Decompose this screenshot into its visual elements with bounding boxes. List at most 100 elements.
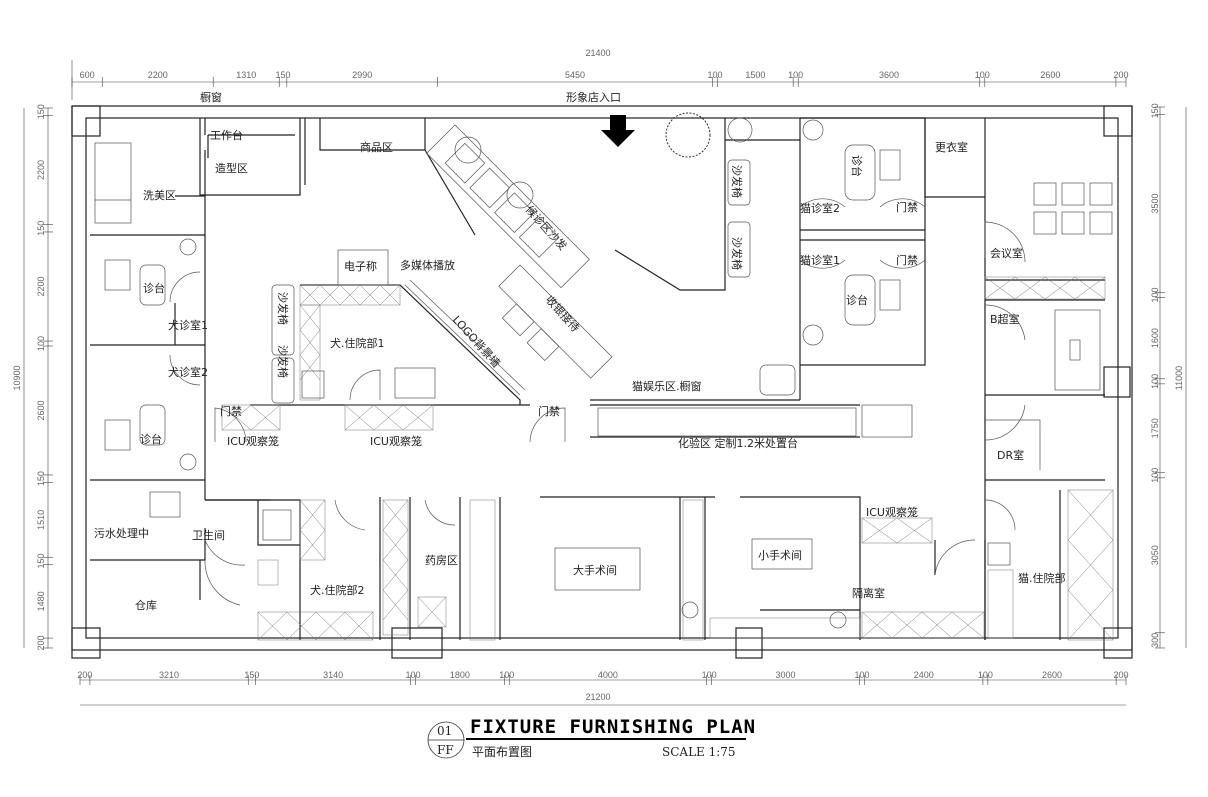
label-sofa-3: 沙发椅 xyxy=(730,165,744,198)
dimension-label: 150 xyxy=(276,70,291,80)
dimension-label: 2600 xyxy=(36,400,46,420)
entrance-arrow-icon xyxy=(601,115,635,147)
label-locker: 更衣室 xyxy=(935,140,968,154)
label-icu-1: ICU观察笼 xyxy=(227,434,279,448)
label-dog-exam-2: 犬诊室2 xyxy=(168,365,208,379)
label-exam-table-3: 诊台 xyxy=(850,155,864,177)
label-sewage: 污水处理中 xyxy=(94,527,149,540)
label-reception: 收银接待 xyxy=(543,293,583,335)
dimension-label: 3600 xyxy=(879,70,899,80)
label-sofa-1: 沙发椅 xyxy=(276,292,290,325)
label-access-2: 门禁 xyxy=(538,404,560,418)
label-styling: 造型区 xyxy=(215,161,248,175)
label-entrance: 形象店入口 xyxy=(566,90,621,104)
label-dog-exam-1: 犬诊室1 xyxy=(168,318,208,332)
label-lab: 化验区 定制1.2米处置台 xyxy=(678,436,798,450)
label-major-surgery: 大手术间 xyxy=(573,563,617,577)
dimension-label: 100 xyxy=(702,670,717,680)
dimension-total-left: 10900 xyxy=(12,365,22,390)
dimension-label: 1480 xyxy=(36,591,46,611)
label-toilet: 卫生间 xyxy=(192,528,225,542)
dimension-label: 3500 xyxy=(1150,194,1160,214)
dimension-label: 3000 xyxy=(776,670,796,680)
label-waiting-sofa: 候诊区沙发 xyxy=(523,203,570,253)
dimension-label: 100 xyxy=(978,670,993,680)
drawing-subtitle: 平面布置图 xyxy=(472,745,532,759)
label-minor-surgery: 小手术间 xyxy=(758,548,802,562)
label-ultrasound: B超室 xyxy=(990,312,1020,326)
dimension-label: 200 xyxy=(36,636,46,651)
dimension-label: 150 xyxy=(36,221,46,236)
dimension-label: 2600 xyxy=(1040,70,1060,80)
label-exam-table-2: 诊台 xyxy=(140,432,162,446)
label-access-3: 门禁 xyxy=(896,200,918,214)
label-pharmacy: 药房区 xyxy=(425,554,458,567)
dimension-label: 5450 xyxy=(565,70,585,80)
room-labels: 橱窗 形象店入口 工作台 造型区 商品区 洗美区 诊台 犬诊室1 犬诊室2 诊台… xyxy=(94,90,1066,612)
dimension-label: 150 xyxy=(36,471,46,486)
dimension-label: 200 xyxy=(1113,70,1128,80)
dimension-label: 100 xyxy=(1150,287,1160,302)
label-dr: DR室 xyxy=(997,448,1024,462)
label-dog-ward-1: 犬.住院部1 xyxy=(330,336,385,350)
dimension-label: 1310 xyxy=(236,70,256,80)
label-cat-exam-1: 猫诊室1 xyxy=(800,253,840,267)
dimension-label: 2400 xyxy=(914,670,934,680)
dimension-label: 3050 xyxy=(1150,545,1160,565)
dimension-label: 200 xyxy=(1114,670,1129,680)
dimension-label: 150 xyxy=(36,104,46,119)
dimension-label: 2990 xyxy=(352,70,372,80)
dimension-label: 100 xyxy=(499,670,514,680)
dimension-label: 100 xyxy=(975,70,990,80)
dimension-label: 3140 xyxy=(323,670,343,680)
dimension-label: 2600 xyxy=(1042,670,1062,680)
plant-icon xyxy=(665,112,711,158)
label-meeting: 会议室 xyxy=(990,246,1023,260)
label-sofa-2: 沙发椅 xyxy=(276,345,290,378)
label-sofa-4: 沙发椅 xyxy=(730,237,744,270)
dimension-label: 1510 xyxy=(36,510,46,530)
dimension-label: 1750 xyxy=(1150,418,1160,438)
drawing-scale: SCALE 1:75 xyxy=(662,745,736,759)
dimension-label: 300 xyxy=(1150,633,1160,648)
dimension-label: 150 xyxy=(244,670,259,680)
label-storage: 仓库 xyxy=(135,598,157,612)
label-grooming: 洗美区 xyxy=(143,189,176,202)
drawing-code: FF xyxy=(437,743,454,757)
dimension-label: 2200 xyxy=(148,70,168,80)
label-logo-wall: LOGO背景墙 xyxy=(450,313,504,370)
label-cat-exam-2: 猫诊室2 xyxy=(800,201,840,215)
drawing-number: 01 xyxy=(437,724,452,738)
label-isolation: 隔离室 xyxy=(852,586,885,600)
label-access-4: 门禁 xyxy=(896,253,918,267)
label-workbench: 工作台 xyxy=(210,128,243,142)
label-merchandise: 商品区 xyxy=(360,140,393,154)
dimension-total-top: 21400 xyxy=(585,48,610,58)
dimension-label: 150 xyxy=(1150,103,1160,118)
label-media: 多媒体播放 xyxy=(400,258,455,272)
dimension-label: 100 xyxy=(788,70,803,80)
dimension-label: 100 xyxy=(1150,468,1160,483)
walls xyxy=(71,105,1133,659)
label-icu-2: ICU观察笼 xyxy=(370,434,422,448)
dimension-label: 100 xyxy=(707,70,722,80)
dimension-label: 200 xyxy=(77,670,92,680)
dimension-label: 3210 xyxy=(159,670,179,680)
label-exam-table-4: 诊台 xyxy=(846,293,868,307)
drawing-title: FIXTURE FURNISHING PLAN xyxy=(470,716,756,738)
dimension-label: 100 xyxy=(406,670,421,680)
dimension-label: 2200 xyxy=(36,160,46,180)
dimension-label: 150 xyxy=(36,553,46,568)
label-cat-ward: 猫.住院部 xyxy=(1018,571,1066,585)
dimension-label: 4000 xyxy=(598,670,618,680)
label-icu-3: ICU观察笼 xyxy=(866,505,918,519)
dimension-label: 100 xyxy=(1150,374,1160,389)
dimension-label: 2200 xyxy=(36,276,46,296)
title-block: 01 FF FIXTURE FURNISHING PLAN 平面布置图 SCAL… xyxy=(427,716,756,759)
dimension-label: 1500 xyxy=(745,70,765,80)
label-exam-table-1: 诊台 xyxy=(143,281,165,295)
label-display-window: 橱窗 xyxy=(200,90,222,104)
dimension-label: 1800 xyxy=(450,670,470,680)
